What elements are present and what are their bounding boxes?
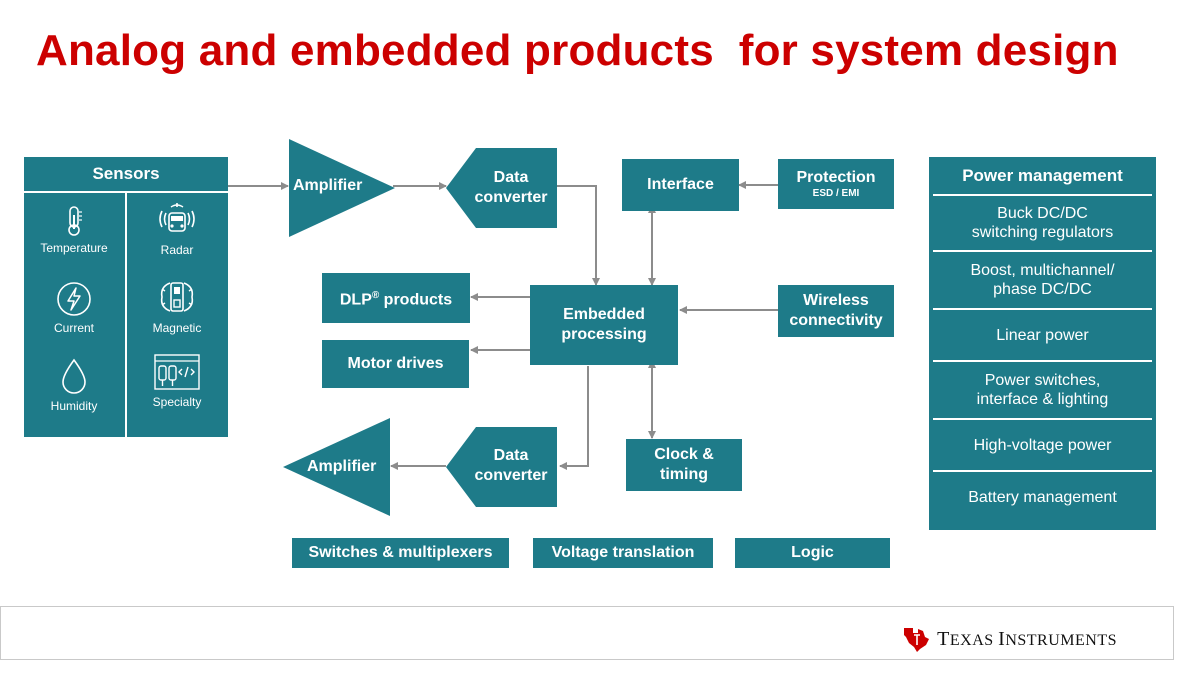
power-management-title: Power management	[962, 165, 1123, 185]
texas-instruments-logo: TEXAS INSTRUMENTS	[901, 625, 1117, 653]
data-converter-top-label: Data converter	[474, 169, 548, 206]
page-title: Analog and embedded products for system …	[36, 26, 1119, 75]
divider	[933, 194, 1152, 196]
data-converter-bottom: Data converter	[446, 427, 557, 507]
sensor-specialty: Specialty	[127, 353, 227, 409]
voltage-translation-block: Voltage translation	[533, 538, 713, 568]
sensor-radar: Radar	[127, 199, 227, 257]
pm-item: Boost, multichannel/ phase DC/DC	[970, 262, 1115, 298]
thermometer-icon	[68, 206, 82, 236]
sensor-humidity: Humidity	[24, 357, 124, 413]
pm-item: Battery management	[968, 488, 1117, 506]
amplifier-triangle-shape	[283, 418, 390, 516]
logo-text: TEXAS INSTRUMENTS	[937, 627, 1117, 650]
power-management-panel: Power management Buck DC/DC switching re…	[929, 157, 1156, 530]
sensor-label: Specialty	[152, 395, 202, 409]
dlp-products-block: DLP® products	[322, 273, 470, 323]
sensor-magnetic: Magnetic	[127, 277, 227, 335]
amplifier-top: Amplifier	[289, 139, 395, 237]
divider	[933, 470, 1152, 472]
amplifier-bottom: Amplifier	[283, 418, 390, 516]
code-sensor-icon	[154, 354, 200, 390]
sensors-title: Sensors	[92, 164, 160, 183]
interface-block: Interface	[622, 159, 739, 211]
data-converter-top: Data converter	[446, 148, 557, 228]
protection-block: Protection ESD / EMI	[778, 159, 894, 209]
sensors-panel: Sensors Temperature Radar Cur	[24, 157, 228, 437]
logic-block: Logic	[735, 538, 890, 568]
divider	[933, 250, 1152, 252]
lightning-icon	[57, 282, 91, 316]
divider	[933, 360, 1152, 362]
amplifier-bottom-label: Amplifier	[307, 458, 377, 475]
switches-multiplexers-block: Switches & multiplexers	[292, 538, 509, 568]
footer-bar: TEXAS INSTRUMENTS	[0, 606, 1174, 660]
converter-shape	[446, 427, 557, 507]
sensor-label: Temperature	[40, 241, 108, 255]
sensor-label: Radar	[160, 243, 194, 257]
ti-state-icon	[904, 628, 930, 652]
water-drop-icon	[62, 358, 86, 394]
sensor-label: Humidity	[50, 399, 98, 413]
pm-item: Linear power	[996, 326, 1089, 344]
motor-drives-block: Motor drives	[322, 340, 469, 388]
radar-car-icon	[159, 203, 195, 232]
divider	[125, 191, 127, 437]
magnet-icon	[160, 282, 194, 312]
amplifier-triangle-shape	[289, 139, 395, 237]
divider	[933, 418, 1152, 420]
clock-timing-block: Clock & timing	[626, 439, 742, 491]
amplifier-top-label: Amplifier	[293, 177, 363, 194]
embedded-processing-block: Embedded processing	[530, 285, 678, 365]
converter-shape	[446, 148, 557, 228]
pm-item: Buck DC/DC switching regulators	[971, 205, 1114, 241]
sensor-current: Current	[24, 281, 124, 335]
wireless-connectivity-block: Wireless connectivity	[778, 285, 894, 337]
pm-item: High-voltage power	[973, 436, 1112, 454]
divider	[933, 308, 1152, 310]
sensor-label: Magnetic	[152, 321, 202, 335]
pm-item: Power switches, interface & lighting	[976, 372, 1109, 408]
data-converter-bottom-label: Data converter	[474, 447, 548, 484]
sensor-label: Current	[53, 321, 94, 335]
sensor-temperature: Temperature	[24, 205, 124, 255]
